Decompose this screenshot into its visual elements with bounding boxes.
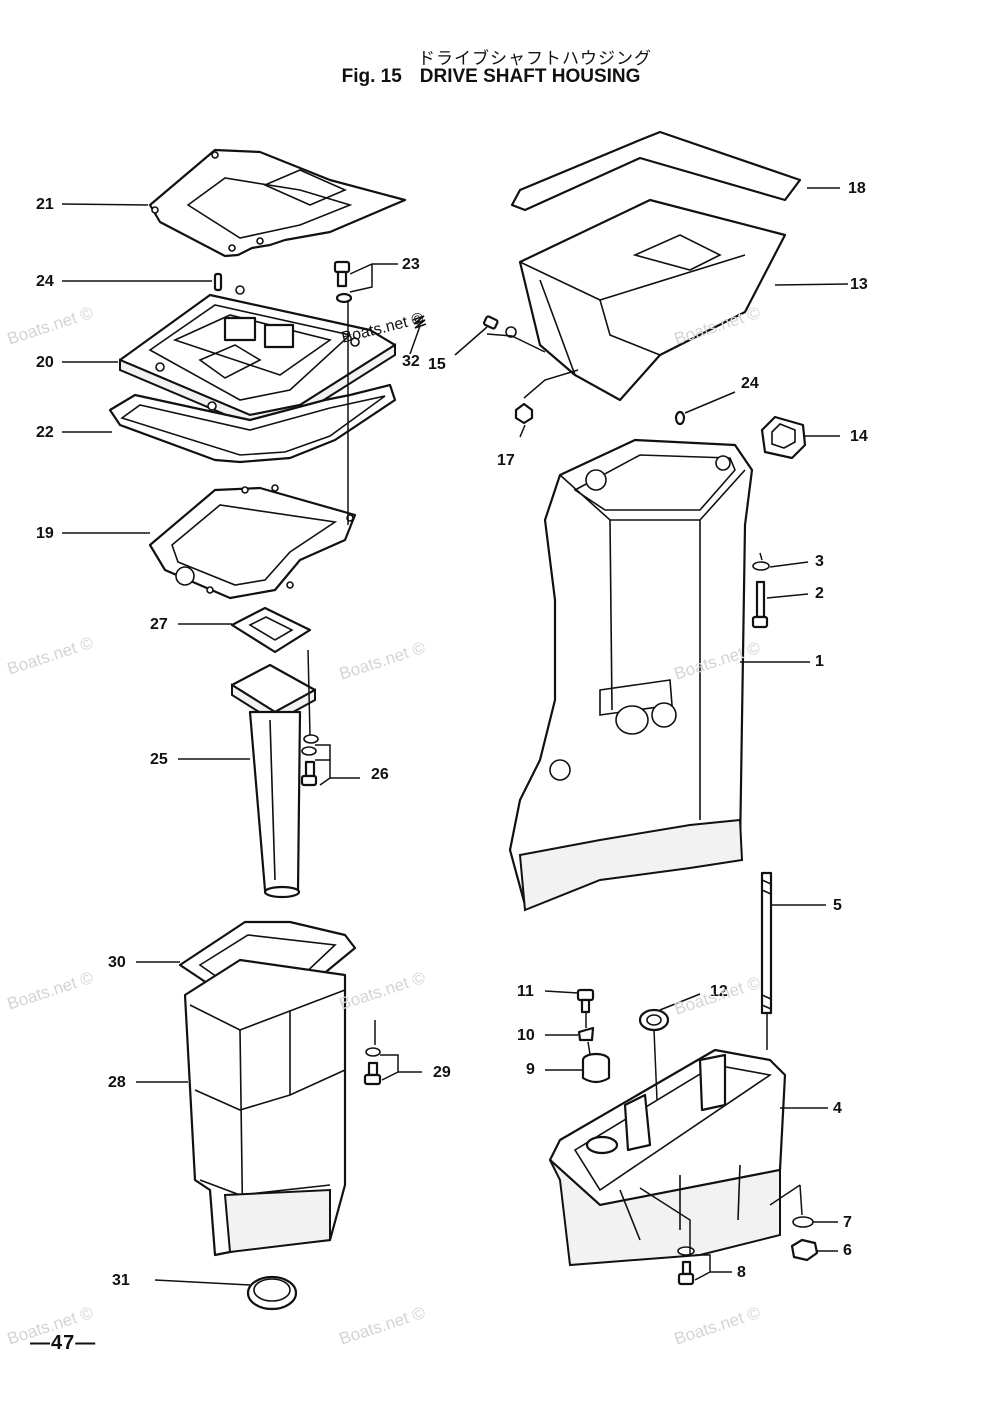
part-29-bolt-washer bbox=[363, 1047, 382, 1086]
callout-1: 1 bbox=[815, 653, 824, 670]
part-1-drive-shaft-housing bbox=[508, 438, 754, 912]
callout-14: 14 bbox=[850, 428, 868, 445]
part-7-washer bbox=[792, 1216, 814, 1228]
callout-27: 27 bbox=[150, 616, 168, 633]
part-23-bolt bbox=[333, 260, 353, 304]
part-14-mount-rubber bbox=[760, 415, 807, 460]
callout-12: 12 bbox=[710, 983, 728, 1000]
callout-7: 7 bbox=[843, 1214, 852, 1231]
part-26-bolt-washers bbox=[300, 734, 319, 787]
callout-5: 5 bbox=[833, 897, 842, 914]
part-13-apron bbox=[518, 198, 787, 402]
callout-19: 19 bbox=[36, 525, 54, 542]
part-32-spring bbox=[412, 315, 427, 329]
part-20-adapter-plate bbox=[118, 285, 397, 427]
callout-17: 17 bbox=[497, 452, 515, 469]
callout-6: 6 bbox=[843, 1242, 852, 1259]
part-8-bolt-washer bbox=[677, 1246, 695, 1286]
part-21-gasket bbox=[148, 148, 407, 258]
diagram-title: Fig. 15 DRIVE SHAFT HOUSING bbox=[0, 66, 1000, 88]
part-6-nut bbox=[790, 1238, 819, 1262]
callout-29: 29 bbox=[433, 1064, 451, 1081]
callout-23: 23 bbox=[402, 256, 420, 273]
callout-24: 24 bbox=[36, 273, 54, 290]
callout-28: 28 bbox=[108, 1074, 126, 1091]
callout-31: 31 bbox=[112, 1272, 130, 1289]
part-5-stud bbox=[760, 871, 773, 1015]
figure-number: Fig. 15 bbox=[341, 66, 402, 87]
part-17-nut bbox=[514, 402, 534, 425]
part-18-seal bbox=[510, 130, 802, 212]
part-24-dowel-pin bbox=[213, 272, 223, 292]
callout-22: 22 bbox=[36, 424, 54, 441]
callout-11: 11 bbox=[517, 983, 534, 1000]
callout-21: 21 bbox=[36, 196, 54, 213]
page-number: —47— bbox=[30, 1332, 97, 1354]
callout-10: 10 bbox=[517, 1027, 535, 1044]
callout-32: 32 bbox=[402, 353, 420, 370]
figure-title: DRIVE SHAFT HOUSING bbox=[419, 66, 641, 87]
part-27-gasket bbox=[230, 606, 312, 654]
callout-4: 4 bbox=[833, 1100, 842, 1117]
callout-18: 18 bbox=[848, 180, 866, 197]
callout-15: 15 bbox=[428, 356, 446, 373]
part-28-exhaust-housing bbox=[183, 958, 347, 1257]
callout-26: 26 bbox=[371, 766, 389, 783]
callout-8: 8 bbox=[737, 1264, 746, 1281]
callout-13: 13 bbox=[850, 276, 868, 293]
part-15-bolt bbox=[483, 315, 517, 338]
part-31-o-ring bbox=[246, 1275, 298, 1311]
callout-25: 25 bbox=[150, 751, 168, 768]
callout-20: 20 bbox=[36, 354, 54, 371]
part-19-gasket bbox=[148, 484, 357, 600]
callout-30: 30 bbox=[108, 954, 126, 971]
diagram-title-japanese: ドライブシャフトハウジング bbox=[418, 49, 652, 69]
part-24-dowel-pin-right bbox=[674, 410, 686, 426]
part-2-bolt bbox=[751, 580, 769, 629]
callout-3: 3 bbox=[815, 553, 824, 570]
leader-lines bbox=[61, 187, 849, 1286]
part-25-exhaust-tube bbox=[230, 663, 317, 899]
callout-2: 2 bbox=[815, 585, 824, 602]
part-4-extension-case bbox=[548, 1048, 787, 1267]
part-11-bolt bbox=[576, 988, 595, 1014]
part-9-grommet bbox=[581, 1052, 611, 1084]
part-12-grommet bbox=[638, 1008, 670, 1032]
part-22-seal bbox=[108, 383, 397, 464]
callout-9: 9 bbox=[526, 1061, 535, 1078]
callout-24-right: 24 bbox=[741, 375, 759, 392]
part-3-washer bbox=[752, 561, 770, 571]
part-10-washer bbox=[577, 1026, 595, 1042]
